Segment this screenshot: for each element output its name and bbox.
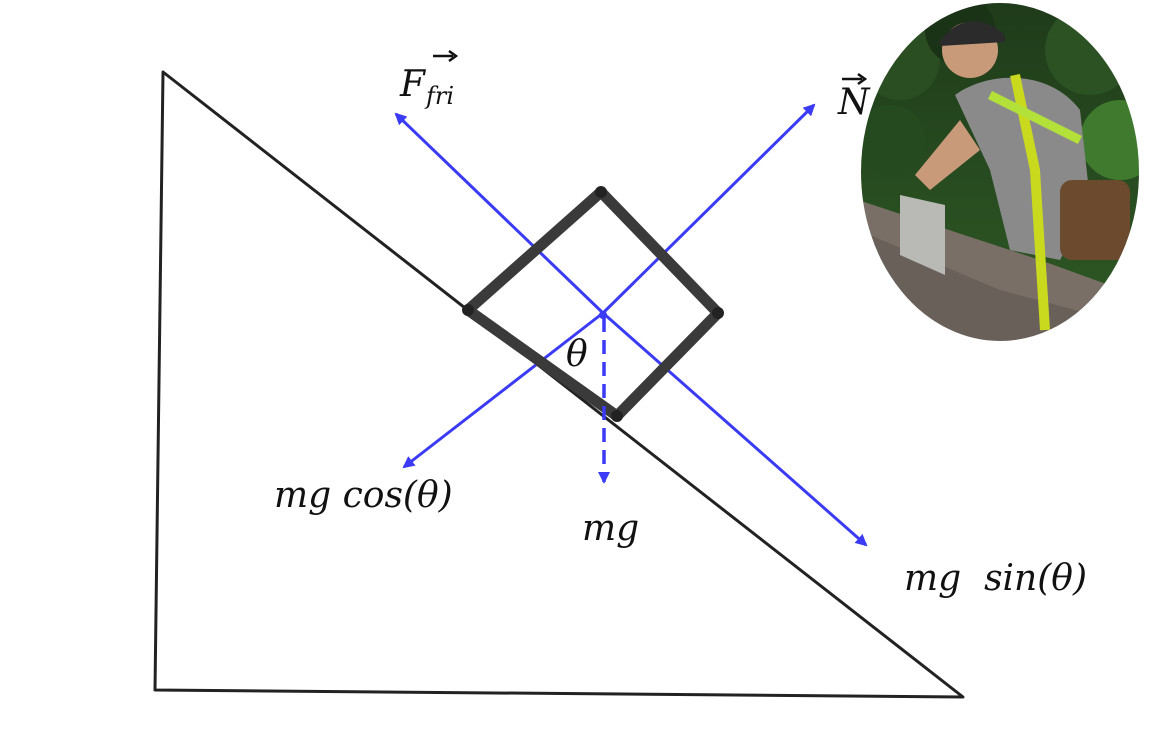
- friction-force-arrow: [394, 112, 605, 315]
- center-point: [599, 311, 607, 319]
- mg-cos-label: mg cos(θ): [274, 475, 453, 516]
- mg-sin-arrow: [602, 311, 868, 547]
- mg-label: mg: [582, 508, 639, 549]
- block-corner: [712, 307, 724, 319]
- block-corner: [611, 410, 623, 422]
- incline-triangle: [153, 70, 965, 699]
- photo-frame: [859, 1, 1141, 343]
- block-corner: [462, 304, 474, 316]
- theta-label: θ: [566, 334, 588, 375]
- mg-sin-label: mg sin(θ): [904, 558, 1087, 599]
- worker-photo: [860, 2, 1140, 342]
- friction-subscript-label: fri: [424, 82, 454, 110]
- block-corner: [595, 186, 607, 198]
- mg-cos-arrow: [402, 311, 604, 469]
- normal-label: N: [837, 82, 871, 123]
- normal-force-arrow: [601, 103, 816, 315]
- friction-label: F: [399, 64, 427, 105]
- normal-vector-arrow-icon: [842, 72, 868, 86]
- friction-vector-arrow-icon: [433, 49, 459, 63]
